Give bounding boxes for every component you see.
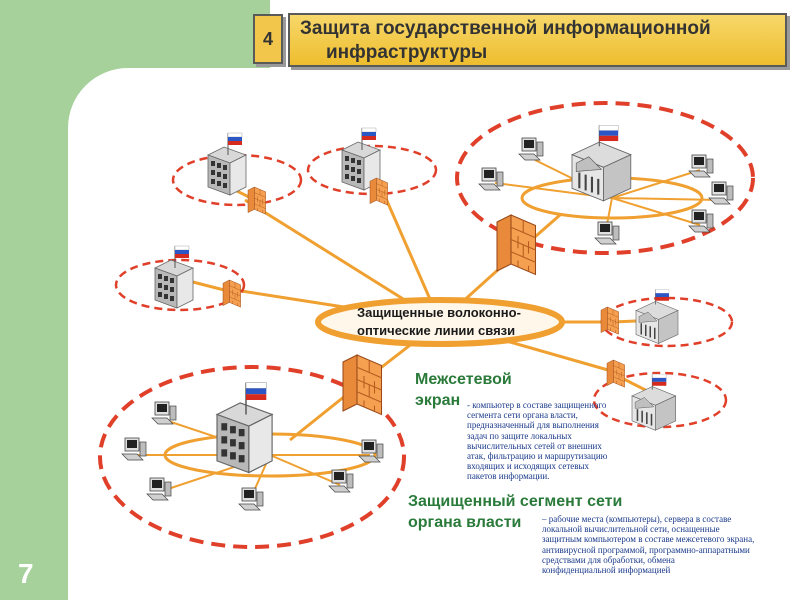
segment-description-line: антивирусной программой, программно-аппа… [542, 544, 750, 555]
computer-icon [518, 137, 544, 161]
segment-description-line: средствами для обработки, обмена [542, 554, 675, 565]
computer-icon [478, 167, 504, 191]
government-building-icon [570, 124, 632, 202]
computer-icon [328, 469, 354, 493]
government-building-icon [631, 373, 677, 432]
firewall-label-line-1: Межсетевой [415, 371, 512, 388]
fiber-hub [315, 297, 565, 347]
brick-firewall-icon [606, 359, 625, 388]
firewall-label-line-2: экран [415, 392, 461, 409]
brick-firewall-icon [369, 177, 388, 206]
brick-firewall-icon [496, 214, 537, 276]
firewall-description-line: пакетов информации. [467, 471, 550, 482]
green-frame-top [0, 0, 270, 68]
building-icon [216, 381, 273, 474]
segment-description-line: конфиденциальной информацией [542, 565, 671, 576]
brick-firewall-icon [600, 306, 619, 335]
segment-label-line-2: органа власти [408, 514, 522, 531]
fiber-links-label-line-1: Защищенные волоконно- [357, 305, 521, 320]
fiber-links-label-line-2: оптические линии связи [357, 323, 516, 338]
segment-description-line: защитным компьютером в составе межсетево… [542, 534, 755, 545]
computer-icon [358, 439, 384, 463]
firewall-description-line: задач по защите локальных [467, 430, 572, 441]
computer-icon [146, 477, 172, 501]
computer-icon [688, 209, 714, 233]
title-box: Защита государственной информационной ин… [288, 13, 787, 67]
brick-firewall-icon [247, 186, 266, 215]
firewall-description-line: вычислительных сетей от внешних [467, 440, 602, 451]
segment-description: – рабочие места (компьютеры), сервера в … [542, 514, 754, 575]
firewall-description-line: предназначенный для выполнения [467, 420, 599, 431]
segment-description-line: локальной вычислительной сети, оснащенны… [542, 524, 720, 535]
firewall-description-line: - компьютер в составе защищенного [467, 400, 607, 410]
firewall-description-line: сегмента сети органа власти, [467, 410, 578, 421]
title-line-2: инфраструктуры [326, 42, 488, 63]
brick-firewall-icon [342, 354, 383, 416]
computer-icon [594, 221, 620, 245]
computer-icon [151, 401, 177, 425]
title-line-1: Защита государственной информационной [300, 18, 711, 39]
computer-icon [121, 437, 147, 461]
firewall-description: - компьютер в составе защищенного сегмен… [467, 400, 607, 482]
computer-icon [708, 181, 734, 205]
computer-icon [688, 154, 714, 178]
slide-content-corner [68, 68, 188, 188]
segment-label-line-1: Защищенный сегмент сети [408, 493, 623, 510]
brick-firewall-icon [222, 279, 241, 308]
section-number-box: 4 [253, 14, 283, 64]
firewall-description-line: входящих и исходящих сетевых [467, 461, 590, 472]
segment-description-line: – рабочие места (компьютеры), сервера в … [542, 514, 732, 524]
building-icon [154, 245, 194, 309]
slide-number: 7 [18, 558, 34, 589]
firewall-description-line: атак, фильтрацию и маршрутизацию [467, 451, 608, 462]
building-icon [207, 132, 247, 196]
green-frame-left [0, 0, 68, 600]
computer-icon [238, 487, 264, 511]
